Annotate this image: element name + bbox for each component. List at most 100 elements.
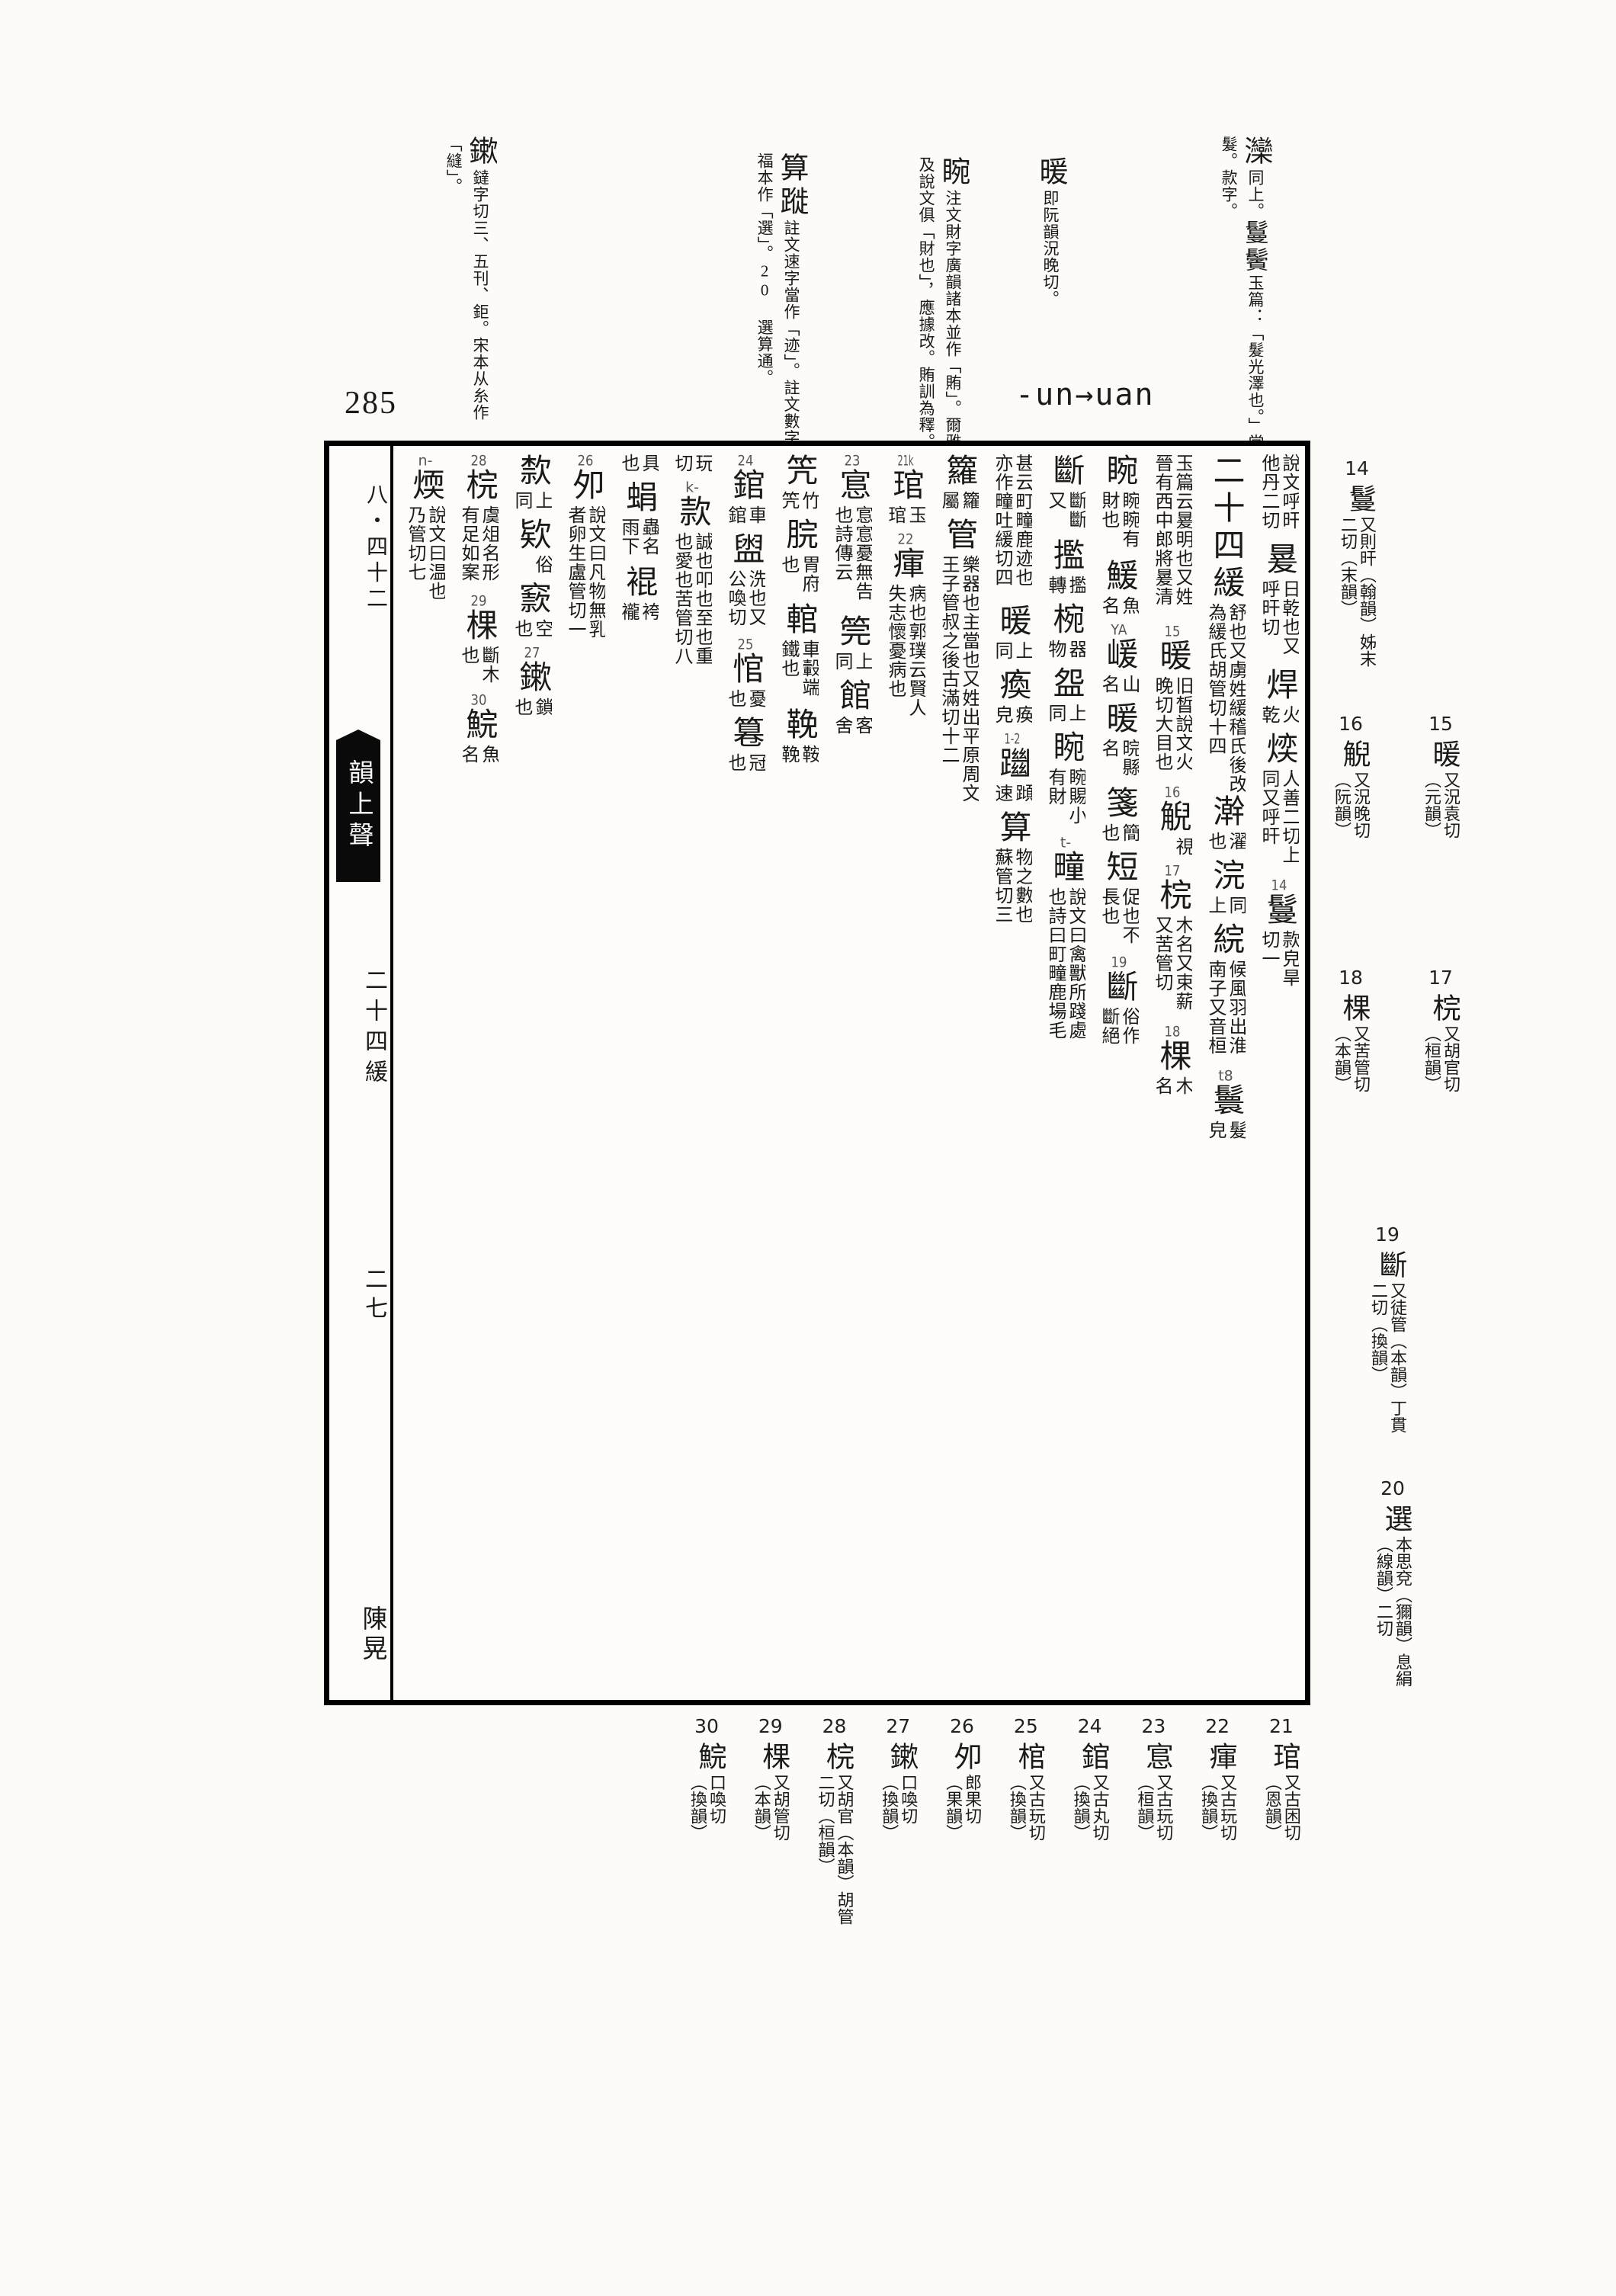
bottom-note-number: 27 [886,1715,911,1737]
dict-column: 斷斷斷又㩜㩜轉椀器物盌上同睕睕賜小有財t-疃說文曰禽獸所踐處也詩曰町疃鹿場毛 [1032,454,1085,1692]
bottom-note-char: 棺 [1012,1742,1044,1774]
entry-headword: 鞔 [781,707,816,745]
bottom-note-char: 梡 [821,1742,853,1774]
entry-headword: 輨 [781,602,816,640]
entry-gloss: 說文曰温也乃管切七 [405,505,445,601]
entry-headword: 梡 [461,468,496,505]
entry-headword: 盥 [728,532,763,569]
entry-gloss: 痪皃 [992,705,1032,724]
entry-headword: 煗 [408,468,443,505]
entry-headword: 鏉 [515,660,550,697]
entry-gloss: 上同 [511,491,552,510]
bottom-note-body: 棵又胡管切（本韻） [751,1742,790,1856]
margin-note-number: 16 [1339,713,1363,735]
margin-note-number: 17 [1428,967,1453,989]
entry-gloss: 胃府也 [778,555,819,593]
top-margin-note: 算蹝註文速字當作「迹」。註文數字真福本作「選」。20 選算通。 [723,152,808,473]
entry-headword: 笐 [781,454,816,491]
entry-headword: 琯 [888,468,923,505]
entry-headword: 焊 [1262,668,1297,705]
entry-headword: 瘓 [995,668,1030,705]
entry-headword: 觬 [1155,800,1190,837]
margin-note-number: 15 [1428,713,1453,735]
dict-column: n-煗說文曰温也乃管切七 [392,454,445,1692]
entry-headword: 睕 [1048,730,1083,768]
dictionary-main-box: 八・四十二 韻上聲 二十四緩 二七 陳晃 說文呼旰他丹二切㬊日乾也又呼旰切焊火乾… [324,441,1310,1705]
dict-column: 玩切k-款誠也叩也至也重也愛也苦管切八 [659,454,712,1692]
bottom-note-text: 又胡管切（本韻） [752,1774,790,1841]
entry-headword: 棵 [1155,1039,1190,1076]
entry-headword: 悺 [728,652,763,689]
volume-label: 八・四十二 [364,483,387,613]
margin-note-body: 梡又胡官切（桓韻） [1421,993,1460,1108]
top-note-body: 即阮韻況晚切。 [1041,190,1060,307]
pencil-number: 21k [897,454,914,468]
entry-headword: 短 [1101,850,1137,887]
bottom-note-number: 22 [1205,1715,1230,1737]
top-note-body: 同上。 [1246,169,1265,220]
entry-headword: 睕 [1101,454,1137,491]
pencil-number: 23 [844,454,861,468]
bottom-note-body: 琯又古困切（恩韻） [1262,1742,1301,1856]
pencil-number: t- [1060,835,1072,850]
entry-headword: 斷 [1101,970,1137,1007]
entry-gloss: 俗作斷絕 [1098,1007,1139,1045]
bottom-note-body: 夘郎果切（果韻） [942,1742,982,1856]
pencil-number: 1-2 [1004,732,1021,746]
dict-column: 籮籮屬管樂器也主當也又姓出平原周文王子管叔之後古滿切十二 [925,454,979,1692]
entry-gloss: 說文呼旰他丹二切 [1258,454,1299,530]
entry-headword: 歀 [515,454,550,491]
entry-headword: 款 [675,495,710,532]
entry-gloss: 上同 [1045,704,1085,723]
margin-note-body: 暖又況袁切（元韻） [1421,739,1460,854]
entry-headword: 筦 [835,614,870,652]
top-note-head: 算蹝 [775,152,807,220]
entry-headword: 棵 [461,608,496,646]
entry-headword: 㬊 [1262,542,1297,579]
entry-gloss: 候風羽出淮南子又音桓 [1205,960,1246,1055]
entry-headword: 嵈 [1101,637,1137,675]
entry-headword: 鬟 [1208,1083,1243,1121]
dict-column: 具也蜎蟲名雨下裩袴襱 [605,454,659,1692]
section-tab: 韻上聲 [336,730,380,882]
margin-note-number: 18 [1339,967,1363,989]
margin-note-text: 又胡官切（桓韻） [1422,1025,1460,1092]
bottom-note-char: 鏉 [885,1742,917,1774]
entry-headword: 欵 [515,518,550,555]
entry-gloss: 髮皃 [1205,1121,1246,1140]
entry-headword: 斷 [1048,454,1083,491]
sidebar-strip: 八・四十二 韻上聲 二十四緩 二七 陳晃 [329,446,393,1700]
top-note-subbody: 玉篇：「髮光澤也。」當作髮。款字。 [1220,136,1265,468]
top-note-body: 鐽字切三、五刊、鉅。宋本从糸作「縫」。 [444,136,489,421]
entry-gloss: 斷木也 [458,646,499,684]
entry-headword: 箋 [1101,786,1137,823]
dict-column: 21k琯玉琯22瘒病也郭璞云賢人失志懷憂病也 [872,454,925,1692]
entry-headword: 澣 [1208,794,1243,832]
entry-gloss: 竹笐 [778,491,819,510]
entry-headword: 疃 [1048,850,1083,887]
bottom-note-text: 郎果切（果韻） [944,1774,983,1841]
entry-gloss: 車錧 [725,505,765,524]
pencil-number: 16 [1164,785,1181,800]
top-note-body: 注文財字廣韻諸本並作「賄」。爾雅言及說文俱「財也」，應據改。賄訓為釋。 [917,156,962,467]
entry-gloss: 物之數也蘇管切三 [992,848,1032,924]
pencil-number: 25 [737,637,754,652]
pencil-number: 19 [1111,955,1127,970]
entry-gloss: 玉篇云㬊明也又姓晉有西中郎將㬊清 [1152,454,1192,606]
top-note-head: 睕 [937,156,969,190]
top-note-subhead: 鬘鬢 [1242,220,1269,274]
bottom-note-body: 鏉口喚切（換韻） [878,1742,918,1856]
bottom-note-text: 又古困切（恩韻） [1262,1774,1301,1841]
entry-headword: 悹 [835,468,870,505]
entry-gloss: 虞俎名形有足如案 [458,505,499,582]
pencil-number: 27 [524,646,540,660]
